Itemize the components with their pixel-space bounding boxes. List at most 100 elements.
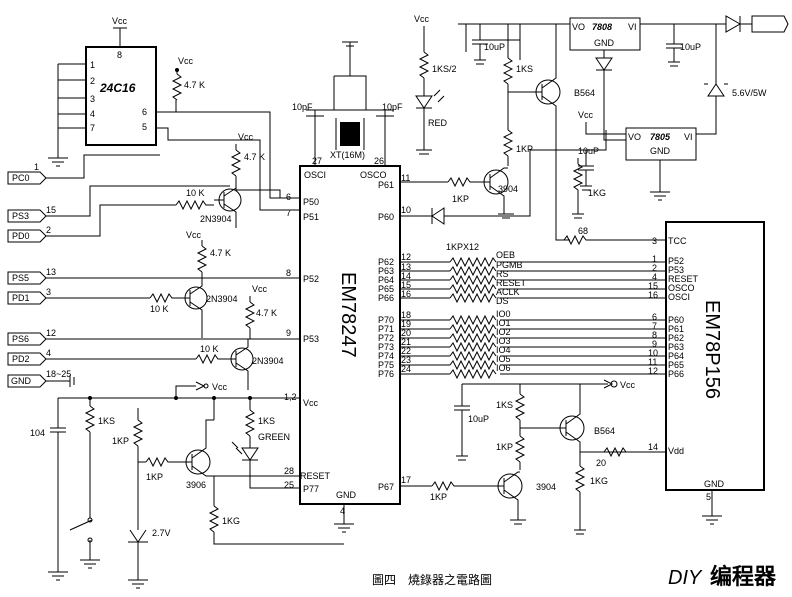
eeprom-pin-3: 3 xyxy=(90,94,95,104)
port-ps3-pin: 15 xyxy=(46,205,56,215)
target-pin-9: 9 xyxy=(652,339,657,349)
mcu-pin-6: 6 xyxy=(286,192,291,202)
pullup-eeprom-value: 4.7 K xyxy=(184,80,205,90)
mcu-sig-osci: OSCI xyxy=(304,170,326,180)
port-ps3-label: PS3 xyxy=(12,211,29,221)
mcu-sig-p74: P74 xyxy=(378,351,394,361)
target-sig-p61: P61 xyxy=(668,324,684,334)
driver-stage-p52: Vcc 4.7 K 10 K 2N3904 xyxy=(149,230,238,324)
mcu-sig-vcc: Vcc xyxy=(303,398,319,408)
pullup-resistor-eeprom: Vcc 4.7 K xyxy=(171,56,205,101)
stage3-pullup: 4.7 K xyxy=(256,308,277,318)
cap-power-left: 10uP xyxy=(484,42,505,52)
net-io5: IO5 xyxy=(496,354,511,364)
zener-56v: 5.6V/5W xyxy=(732,88,767,98)
eeprom-pin-2: 2 xyxy=(90,76,95,86)
port-pd1-pin: 3 xyxy=(46,287,51,297)
target-pin-8: 8 xyxy=(652,330,657,340)
mcu-sig-p53: P53 xyxy=(303,334,319,344)
eeprom-pin-6: 6 xyxy=(142,107,147,117)
resistor-array: 1KPX12 OEB PGMB RS RESET ACLK DS IO0 IO1 xyxy=(400,242,666,380)
net-io3: IO3 xyxy=(496,336,511,346)
net-io1: IO1 xyxy=(496,318,511,328)
driver-stage-p53: Vcc 4.7 K 10 K 2N3904 xyxy=(195,284,284,384)
stage3-vcc: Vcc xyxy=(252,284,268,294)
port-pd2-pin: 4 xyxy=(46,348,51,358)
mcu-sig-p52: P52 xyxy=(303,274,319,284)
reg7805-name: 7805 xyxy=(650,132,671,142)
vdd-r1kp: 1KP xyxy=(496,442,513,452)
mcu-pin-16: 16 xyxy=(401,289,411,299)
stage2-transistor: 2N3904 xyxy=(206,294,238,304)
mcu-name: EM78247 xyxy=(337,272,359,358)
target-pin-10: 10 xyxy=(648,348,658,358)
mcu-pin-vcc: 1,2 xyxy=(284,392,297,402)
crystal-oscillator: 10pF 10pF XT(16M) xyxy=(292,41,403,166)
figure-caption: 圖四 燒錄器之電路圖 xyxy=(372,572,492,587)
target-pin-14: 14 xyxy=(648,442,658,452)
reset-vcc: Vcc xyxy=(212,382,228,392)
port-pd0-pin: 2 xyxy=(46,225,51,235)
reset-zener-27: 2.7V xyxy=(152,528,171,538)
target-pin-11: 11 xyxy=(648,357,657,367)
mcu-sig-p76: P76 xyxy=(378,369,394,379)
port-pc0-pin: 1 xyxy=(34,162,39,172)
target-pin-1: 1 xyxy=(652,254,657,264)
target-sig-p64: P64 xyxy=(668,351,684,361)
crystal-label: XT(16M) xyxy=(330,150,365,160)
watermark-text: 编程器 xyxy=(710,564,777,589)
target-pin-12: 12 xyxy=(648,366,658,376)
reg7805-gnd: GND xyxy=(650,146,671,156)
target-pin-16: 16 xyxy=(648,290,658,300)
mcu-pin-11: 11 xyxy=(401,173,410,183)
target-em78p156: EM78P156 3 TCC 1 P52 2 P53 4 RESET 15 OS… xyxy=(648,221,765,525)
stage1-base-r: 10 K xyxy=(186,188,205,198)
mcu-pin-15: 15 xyxy=(401,280,411,290)
eeprom-pin-1: 1 xyxy=(90,60,95,70)
port-pd2-label: PD2 xyxy=(12,354,30,364)
target-sig-osco: OSCO xyxy=(668,283,695,293)
target-sig-p53: P53 xyxy=(668,265,684,275)
mcu-sig-reset: RESET xyxy=(300,471,331,481)
target-pin-3: 3 xyxy=(652,236,657,246)
vdd-r20: 20 xyxy=(596,458,606,468)
net-oeb: OEB xyxy=(496,250,515,260)
target-sig-p52: P52 xyxy=(668,256,684,266)
vdd-vcc: Vcc xyxy=(620,380,636,390)
port-pd1-label: PD1 xyxy=(12,293,30,303)
mcu-sig-p60: P60 xyxy=(378,212,394,222)
reg7808-name: 7808 xyxy=(592,22,612,32)
reset-3906: 3906 xyxy=(186,480,206,490)
eeprom-vcc: Vcc xyxy=(112,16,128,26)
mcu-pin-7: 7 xyxy=(286,208,291,218)
target-sig-tcc: TCC xyxy=(668,236,687,246)
reg7805-vo: VO xyxy=(628,132,641,142)
mcu-pin-25: 25 xyxy=(284,480,294,490)
mcu-sig-p67: P67 xyxy=(378,482,394,492)
reg7808-vi: VI xyxy=(628,22,637,32)
stage2-base-r: 10 K xyxy=(150,304,169,314)
net-ds: DS xyxy=(496,296,509,306)
reset-r1kp-v: 1KP xyxy=(112,436,129,446)
eeprom-pin-4: 4 xyxy=(90,109,95,119)
mcu-pin-19: 19 xyxy=(401,319,411,329)
watermark-diy: DIY xyxy=(668,567,703,589)
driver-stage-p50: Vcc 4.7 K 10 K 2N3904 xyxy=(175,132,281,228)
reg7808-gnd: GND xyxy=(594,38,615,48)
stage1-pullup: 4.7 K xyxy=(244,152,265,162)
target-pin-2: 2 xyxy=(652,263,657,273)
eeprom-24c16: 24C16 8 1 2 3 4 7 6 5 Vcc xyxy=(48,16,300,211)
cap-power-right: 10uP xyxy=(680,42,701,52)
mcu-pin-28: 28 xyxy=(284,466,294,476)
mcu-sig-p71: P71 xyxy=(378,324,394,334)
mcu-sig-osco: OSCO xyxy=(360,170,387,180)
power-supply-section: VO 7808 VI GND VO 7805 VI GND 10uP 10uP … xyxy=(458,15,789,201)
port-ps6-pin: 12 xyxy=(46,328,56,338)
mid-r1kg: 1KG xyxy=(588,188,606,198)
mcu-pin-13: 13 xyxy=(401,262,411,272)
vdd-r1ks: 1KS xyxy=(496,400,513,410)
target-sig-vdd: Vdd xyxy=(668,446,684,456)
mcu-pin-18: 18 xyxy=(401,310,411,320)
reset-r1kg: 1KG xyxy=(222,516,240,526)
